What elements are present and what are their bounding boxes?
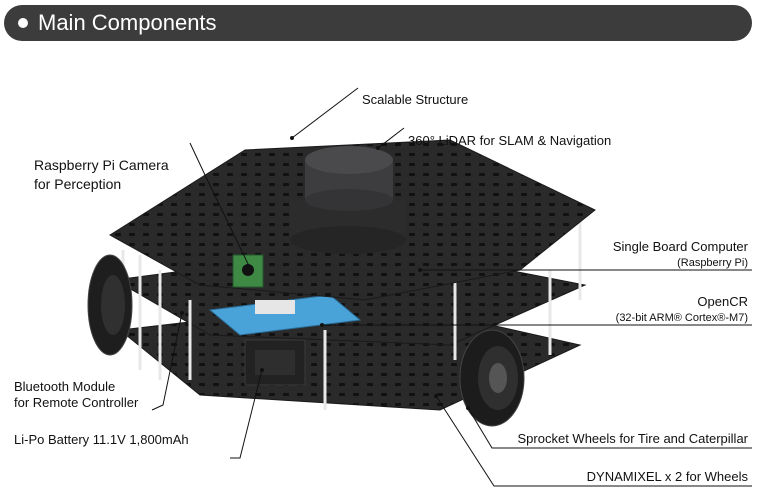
label-lidar: 360° LiDAR for SLAM & Navigation bbox=[408, 133, 612, 148]
label-scalable-structure: Scalable Structure bbox=[362, 92, 469, 107]
label-opencr-line1: OpenCR bbox=[697, 294, 748, 309]
right-wheel bbox=[459, 329, 525, 427]
page-title: Main Components bbox=[38, 10, 217, 35]
label-sbc-line1: Single Board Computer bbox=[612, 239, 748, 254]
leader-lines bbox=[151, 87, 752, 487]
leader-lidar bbox=[377, 127, 405, 149]
label-bluetooth-line2: for Remote Controller bbox=[14, 395, 139, 410]
standoff-posts bbox=[121, 220, 582, 410]
leader-bluetooth bbox=[151, 312, 183, 411]
opencr-board bbox=[208, 294, 362, 336]
lidar-sensor bbox=[290, 146, 406, 254]
label-camera-line1: Raspberry Pi Camera bbox=[34, 157, 169, 173]
leader-scalable bbox=[291, 87, 359, 139]
leader-battery bbox=[230, 369, 263, 459]
leader-dots bbox=[180, 136, 470, 410]
leader-camera bbox=[189, 142, 251, 269]
leader-sprocket bbox=[467, 407, 752, 449]
label-battery: Li-Po Battery 11.1V 1,800mAh bbox=[14, 432, 189, 447]
leader-dynamixel bbox=[435, 395, 752, 487]
left-wheel bbox=[87, 254, 133, 356]
label-opencr-line2: (32-bit ARM® Cortex®-M7) bbox=[615, 312, 748, 324]
section-header: Main Components bbox=[4, 5, 752, 41]
raspberry-pi-camera bbox=[232, 254, 264, 288]
label-camera-line2: for Perception bbox=[34, 176, 122, 192]
label-dynamixel: DYNAMIXEL x 2 for Wheels bbox=[586, 469, 748, 484]
label-bluetooth-line1: Bluetooth Module bbox=[14, 379, 116, 394]
label-sprocket: Sprocket Wheels for Tire and Caterpillar bbox=[517, 431, 748, 446]
bullet-icon bbox=[18, 18, 28, 28]
label-sbc-line2: (Raspberry Pi) bbox=[677, 257, 748, 269]
battery-pack bbox=[244, 339, 306, 386]
